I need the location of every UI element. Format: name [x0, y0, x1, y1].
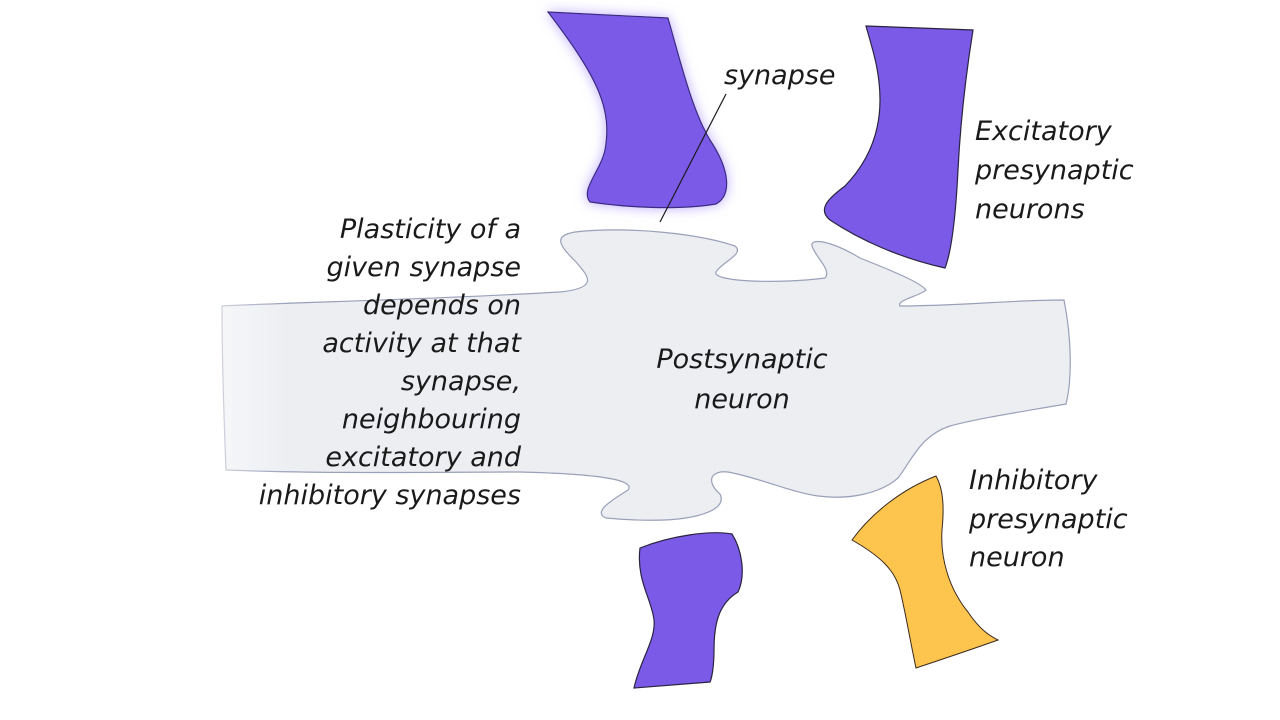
synapse-pointer-line	[659, 93, 727, 223]
inhibitory-label: Inhibitory presynaptic neuron	[968, 465, 1128, 573]
plasticity-note-line-1: Plasticity of a	[340, 214, 521, 245]
plasticity-note: Plasticity of a given synapse depends on…	[259, 214, 523, 511]
inhibitory-label-line-2: presynaptic	[968, 504, 1128, 535]
plasticity-note-line-2: given synapse	[327, 252, 521, 283]
postsynaptic-neuron	[221, 229, 1071, 521]
inhibitory-label-line-1: Inhibitory	[969, 465, 1099, 496]
plasticity-note-line-8: inhibitory synapses	[259, 480, 521, 511]
inhibitory-label-line-3: neuron	[969, 542, 1065, 573]
excitatory-neuron-top-right	[823, 25, 974, 269]
excitatory-neuron-top-left	[546, 11, 728, 209]
plasticity-note-line-5: synapse,	[401, 366, 521, 397]
excitatory-neuron-bottom	[633, 532, 743, 689]
plasticity-note-line-4: activity at that	[322, 328, 522, 359]
postsynaptic-label-line-1: Postsynaptic	[656, 344, 827, 375]
body-fade	[218, 300, 288, 476]
synapse-label: synapse	[724, 60, 836, 91]
excitatory-label-line-1: Excitatory	[975, 116, 1113, 147]
plasticity-note-line-6: neighbouring	[342, 404, 521, 435]
postsynaptic-label: Postsynaptic neuron	[656, 344, 827, 415]
excitatory-label-line-3: neurons	[975, 194, 1085, 225]
inhibitory-neuron	[851, 475, 1000, 669]
postsynaptic-label-line-2: neuron	[694, 384, 790, 415]
excitatory-label-line-2: presynaptic	[974, 155, 1134, 186]
plasticity-note-line-3: depends on	[363, 290, 521, 321]
plasticity-note-line-7: excitatory and	[325, 442, 521, 473]
excitatory-label: Excitatory presynaptic neurons	[974, 116, 1134, 225]
